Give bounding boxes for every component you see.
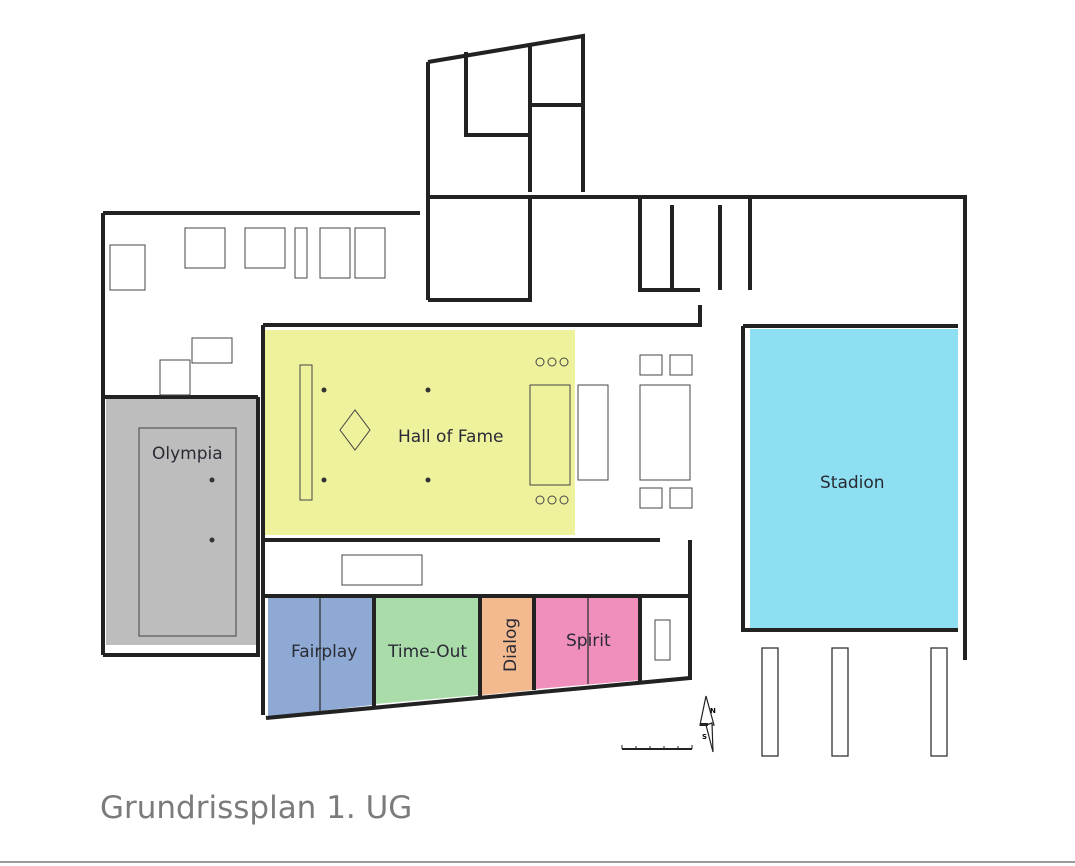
divider	[0, 861, 1075, 863]
compass-icon: N S	[699, 695, 716, 753]
olympia-court	[138, 427, 237, 637]
plan-title: Grundrissplan 1. UG	[100, 790, 413, 826]
scale-bar	[621, 745, 693, 750]
fixtures	[109, 227, 948, 757]
label-hall-of-fame: Hall of Fame	[398, 427, 504, 447]
label-stadion: Stadion	[820, 473, 885, 493]
label-olympia: Olympia	[152, 444, 223, 464]
room-time-out[interactable]	[376, 598, 478, 704]
walls	[101, 33, 967, 720]
room-olympia[interactable]	[106, 397, 258, 645]
room-dialog[interactable]	[482, 598, 533, 695]
room-stadion[interactable]	[750, 329, 958, 628]
label-spirit: Spirit	[566, 631, 611, 651]
label-time-out: Time-Out	[387, 642, 467, 662]
compass-south: S	[702, 733, 707, 741]
compass-north: N	[710, 707, 716, 715]
label-dialog: Dialog	[501, 618, 521, 672]
label-fairplay: Fairplay	[291, 642, 357, 662]
room-hall-of-fame[interactable]	[263, 330, 575, 535]
